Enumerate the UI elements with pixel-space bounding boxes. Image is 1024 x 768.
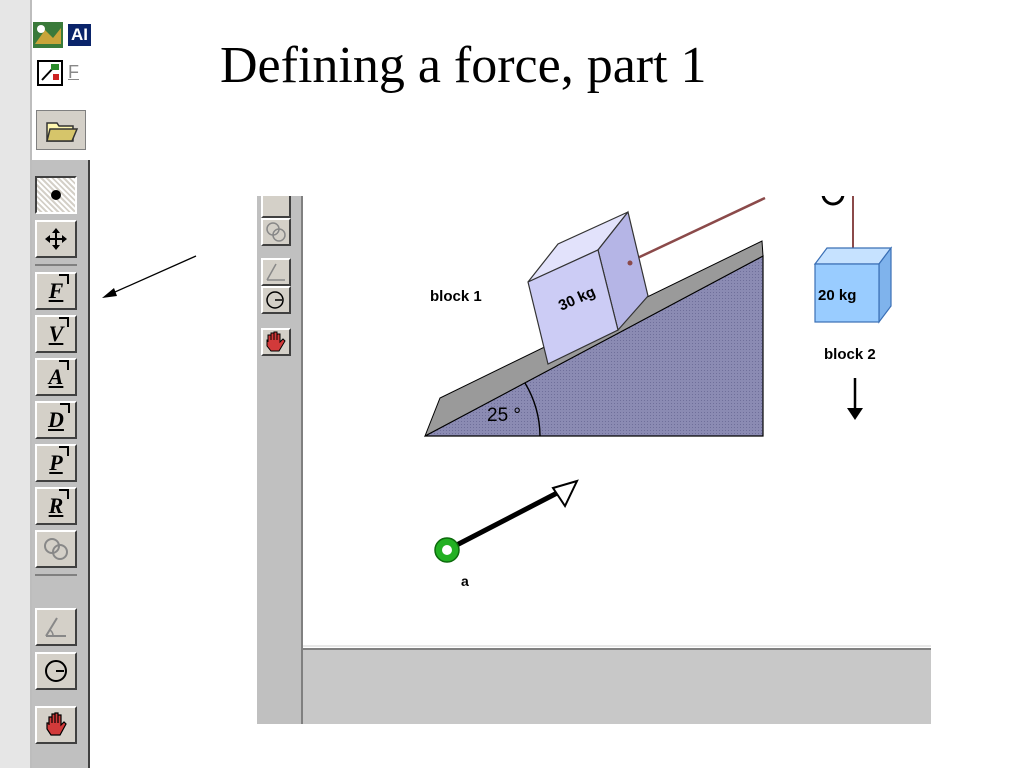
panel-constraint-tool-button[interactable] [261, 218, 291, 246]
displacement-tool-button[interactable]: D [35, 401, 77, 439]
hand-icon [266, 331, 286, 352]
force-tool-button[interactable]: F [35, 272, 77, 310]
clock-icon [45, 660, 67, 682]
angle-tool-button[interactable] [35, 608, 77, 646]
tool-palette: F V A D P R [32, 160, 90, 768]
vector-a-label: a [461, 573, 469, 589]
pointer-arrow [102, 255, 197, 298]
file-menu[interactable]: F [68, 62, 79, 82]
document-icon[interactable] [37, 60, 63, 86]
folder-open-icon [46, 122, 79, 142]
panel-clock-tool-button[interactable] [261, 286, 291, 314]
clock-tool-button[interactable] [35, 652, 77, 690]
velocity-tool-label: V [48, 317, 69, 346]
vector-arrowhead [551, 479, 579, 509]
panel-tool-palette [257, 196, 301, 724]
clock-icon [266, 291, 284, 309]
acceleration-tool-label: A [48, 360, 69, 389]
vector-anchor-hole [442, 545, 452, 555]
panel-select-tool-button[interactable] [261, 196, 291, 218]
move-arrows-icon [45, 228, 67, 250]
block-2-label: block 2 [824, 346, 876, 363]
panel-divider [303, 645, 931, 647]
block-1 [527, 210, 649, 365]
block-2-mass-label: 20 kg [818, 287, 857, 304]
simulation-panel: block 1 30 kg 20 kg block 2 25 ° a [257, 196, 931, 724]
acceleration-tool-button[interactable]: A [35, 358, 77, 396]
position-tool-label: R [48, 489, 69, 518]
displacement-tool-label: D [48, 403, 70, 432]
panel-toolbar-edge [301, 196, 303, 724]
momentum-tool-button[interactable]: P [35, 444, 77, 482]
block-2 [813, 246, 893, 324]
dot-select-icon [51, 190, 61, 200]
gravity-arrow [847, 378, 863, 420]
select-tool-button[interactable] [35, 176, 77, 214]
angle-arc [524, 382, 541, 437]
slide-title: Defining a force, part 1 [220, 37, 707, 94]
panel-angle-tool-button[interactable] [261, 258, 291, 286]
rings-icon [44, 538, 68, 560]
constraint-tool-button[interactable] [35, 530, 77, 568]
momentum-tool-label: P [49, 446, 70, 475]
velocity-tool-button[interactable]: V [35, 315, 77, 353]
rings-icon [266, 222, 286, 242]
pulley [821, 196, 845, 206]
rope-segment [628, 196, 766, 264]
stop-tool-button[interactable] [35, 706, 77, 744]
app-logo-icon [33, 22, 63, 48]
panel-stop-tool-button[interactable] [261, 328, 291, 356]
force-vector-a [434, 479, 579, 563]
position-tool-button[interactable]: R [35, 487, 77, 525]
physics-scene [424, 196, 893, 563]
open-file-button[interactable] [36, 110, 86, 150]
angle-icon [45, 617, 66, 637]
toolbar-separator [35, 264, 77, 266]
hand-icon [46, 712, 67, 736]
toolbar-separator [35, 574, 77, 576]
left-window-strip [0, 0, 30, 768]
force-tool-label: F [48, 274, 69, 303]
move-tool-button[interactable] [35, 220, 77, 258]
angle-icon [266, 263, 285, 281]
app-title: AI [68, 24, 91, 46]
block-1-label: block 1 [430, 288, 482, 305]
left-window-edge [30, 0, 32, 768]
panel-status-area [303, 648, 931, 724]
incline-angle-label: 25 ° [487, 405, 522, 426]
